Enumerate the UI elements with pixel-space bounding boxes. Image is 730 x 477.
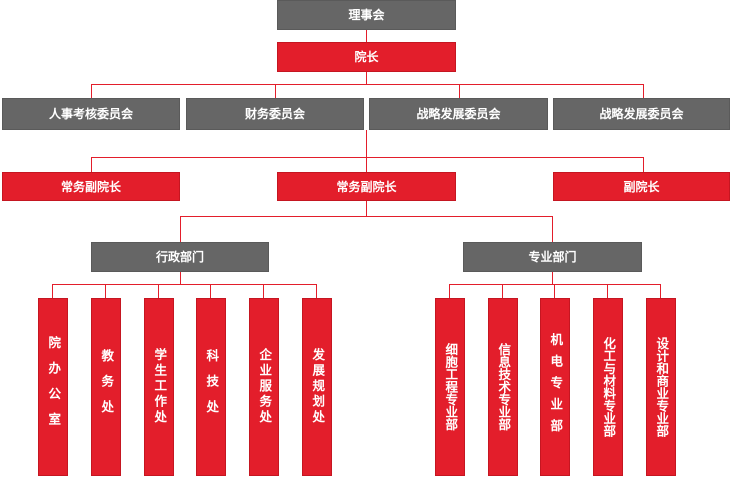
unit-label: 设计和商业专业部 xyxy=(654,337,670,437)
academic-unit-mechatronics: 机电专业部 xyxy=(540,298,570,476)
admin-unit-academic-affairs: 教务处 xyxy=(91,298,121,476)
unit-label: 学生工作处 xyxy=(152,348,168,426)
committee-strategy-node-2: 战略发展委员会 xyxy=(553,98,730,130)
vice-president-label: 常务副院长 xyxy=(60,179,121,194)
academic-unit-chemical-materials: 化工与材料专业部 xyxy=(593,298,623,476)
division-label: 行政部门 xyxy=(155,250,204,264)
board-label: 理事会 xyxy=(348,8,385,22)
committee-label: 财务委员会 xyxy=(244,107,305,121)
academic-unit-cell-engineering: 细胞工程专业部 xyxy=(435,298,465,476)
unit-label: 院办公室 xyxy=(46,336,62,438)
division-label: 专业部门 xyxy=(528,250,577,264)
committee-hr-node: 人事考核委员会 xyxy=(2,98,180,130)
committee-strategy-node: 战略发展委员会 xyxy=(369,98,548,130)
vice-president-label: 副院长 xyxy=(623,179,660,194)
committee-label: 战略发展委员会 xyxy=(416,107,501,121)
committee-label: 战略发展委员会 xyxy=(599,107,684,121)
unit-label: 信息技术专业部 xyxy=(496,343,512,431)
unit-label: 发展规划处 xyxy=(310,348,326,426)
president-label: 院长 xyxy=(354,50,379,64)
unit-label: 科技处 xyxy=(204,348,220,426)
committee-label: 人事考核委员会 xyxy=(48,107,133,121)
admin-unit-development-planning: 发展规划处 xyxy=(302,298,332,476)
unit-label: 细胞工程专业部 xyxy=(443,343,459,431)
unit-label: 机电专业部 xyxy=(548,333,564,441)
admin-unit-student-affairs: 学生工作处 xyxy=(144,298,174,476)
admin-unit-science-tech: 科技处 xyxy=(196,298,226,476)
executive-vice-president-node-2: 常务副院长 xyxy=(277,172,456,201)
admin-division-node: 行政部门 xyxy=(91,242,269,272)
admin-unit-enterprise-service: 企业服务处 xyxy=(249,298,279,476)
unit-label: 企业服务处 xyxy=(257,348,273,426)
academic-unit-design-business: 设计和商业专业部 xyxy=(646,298,676,476)
academic-unit-information-technology: 信息技术专业部 xyxy=(488,298,518,476)
vice-president-node: 副院长 xyxy=(553,172,730,201)
academic-division-node: 专业部门 xyxy=(463,242,642,272)
president-node: 院长 xyxy=(277,42,456,72)
committee-finance-node: 财务委员会 xyxy=(186,98,364,130)
admin-unit-office: 院办公室 xyxy=(38,298,68,476)
unit-label: 化工与材料专业部 xyxy=(601,337,617,437)
unit-label: 教务处 xyxy=(99,348,115,426)
executive-vice-president-node: 常务副院长 xyxy=(2,172,180,201)
vice-president-label: 常务副院长 xyxy=(336,179,397,194)
board-node: 理事会 xyxy=(277,0,456,30)
